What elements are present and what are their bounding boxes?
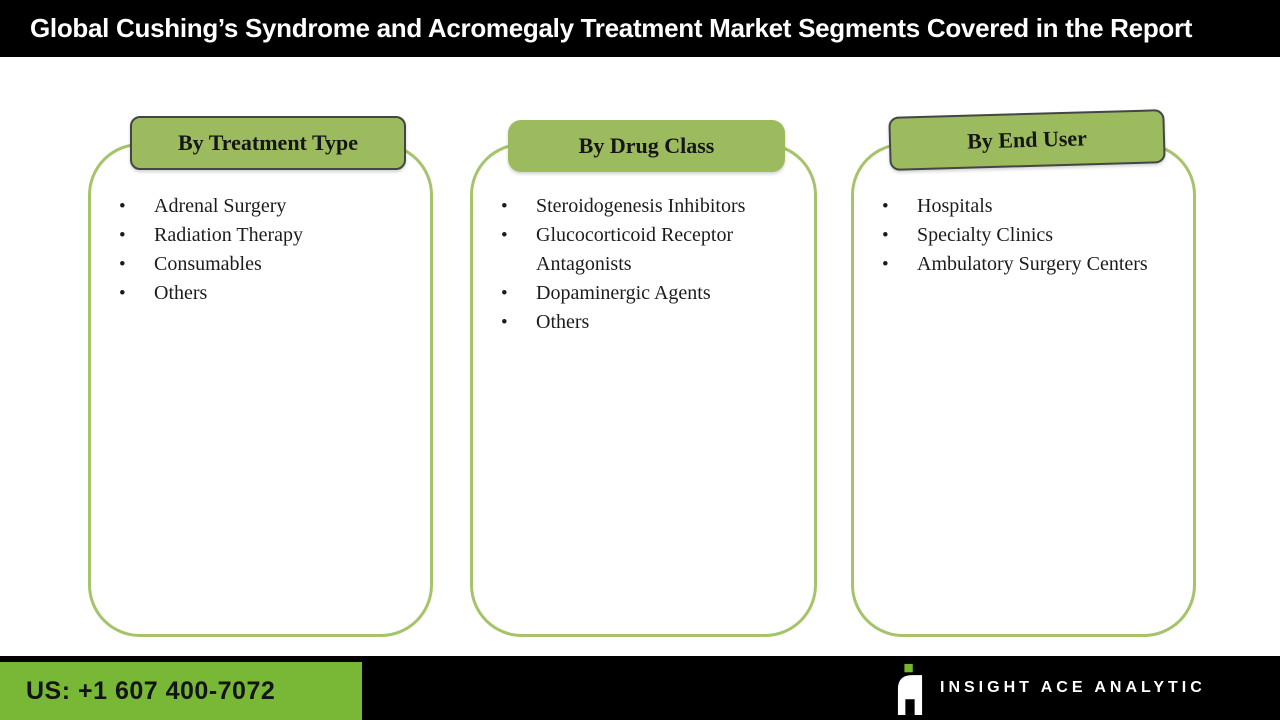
bullet-icon: •	[119, 254, 126, 275]
bullet-icon: •	[119, 283, 126, 304]
list-item-label: Ambulatory Surgery Centers	[917, 253, 1148, 275]
segment-header-label: By Treatment Type	[177, 130, 359, 155]
list-item: • Radiation Therapy	[119, 221, 410, 250]
list-item-label: Adrenal Surgery	[154, 195, 287, 217]
brand-lockup: INSIGHT ACE ANALYTIC	[896, 656, 1206, 720]
phone-number: US: +1 607 400-7072	[26, 676, 276, 705]
segment-header-drug-class: By Drug Class	[508, 120, 785, 172]
list-item: • Ambulatory Surgery Centers	[882, 250, 1153, 279]
list-item-label: Consumables	[154, 253, 262, 275]
segment-header-treatment-type: By Treatment Type	[130, 116, 406, 170]
list-item: • Others	[501, 308, 774, 337]
list-item-label: Specialty Clinics	[917, 224, 1054, 246]
list-item-label: Others	[536, 311, 590, 333]
list-item-label: Hospitals	[917, 195, 993, 217]
phone-banner: US: +1 607 400-7072	[0, 662, 362, 720]
list-item-label: Glucocorticoid Receptor Antagonists	[536, 224, 734, 275]
list-item: • Adrenal Surgery	[119, 192, 410, 221]
segment-box-drug-class: By Drug Class • Steroidogenesis Inhibitor…	[470, 120, 817, 637]
list-item-label: Radiation Therapy	[154, 224, 304, 246]
list-item: • Consumables	[119, 250, 410, 279]
list-item: • Others	[119, 279, 410, 308]
segment-header-label: By Drug Class	[578, 133, 715, 158]
brand-name: INSIGHT ACE ANALYTIC	[940, 679, 1206, 696]
bullet-icon: •	[501, 196, 508, 217]
bullet-icon: •	[119, 225, 126, 246]
bullet-icon: •	[882, 254, 889, 275]
list-item: • Steroidogenesis Inhibitors	[501, 192, 774, 221]
list-item: • Glucocorticoid Receptor Antagonists	[501, 221, 774, 279]
segment-header-end-user: By End User	[888, 109, 1166, 171]
segment-list-treatment-type: • Adrenal Surgery • Radiation Therapy • Consu…	[91, 192, 430, 308]
segment-box-end-user: By End User • Hospitals • Specialty Clinics…	[851, 109, 1196, 637]
insight-ace-logo-icon	[897, 663, 923, 715]
segment-box-treatment-type: By Treatment Type • Adrenal Surgery • Radia…	[88, 116, 433, 637]
bullet-icon: •	[501, 225, 508, 246]
list-item-label: Others	[154, 282, 208, 304]
page-title: Global Cushing’s Syndrome and Acromegaly…	[30, 13, 1193, 43]
bullet-icon: •	[119, 196, 126, 217]
list-item: • Specialty Clinics	[882, 221, 1153, 250]
list-item: • Dopaminergic Agents	[501, 279, 774, 308]
title-bar: Global Cushing’s Syndrome and Acromegaly…	[0, 0, 1280, 57]
bullet-icon: •	[501, 312, 508, 333]
bullet-icon: •	[882, 225, 889, 246]
list-item-label: Steroidogenesis Inhibitors	[536, 195, 746, 217]
segment-list-end-user: • Hospitals • Specialty Clinics • Ambulatory …	[854, 192, 1193, 279]
bullet-icon: •	[882, 196, 889, 217]
bullet-icon: •	[501, 283, 508, 304]
segment-header-label: By End User	[966, 125, 1088, 154]
footer-bar: US: +1 607 400-7072 INSIGHT ACE ANALYTIC	[0, 656, 1280, 720]
list-item: • Hospitals	[882, 192, 1153, 221]
segment-list-drug-class: • Steroidogenesis Inhibitors • Glucocortico…	[473, 192, 814, 337]
list-item-label: Dopaminergic Agents	[536, 282, 711, 304]
